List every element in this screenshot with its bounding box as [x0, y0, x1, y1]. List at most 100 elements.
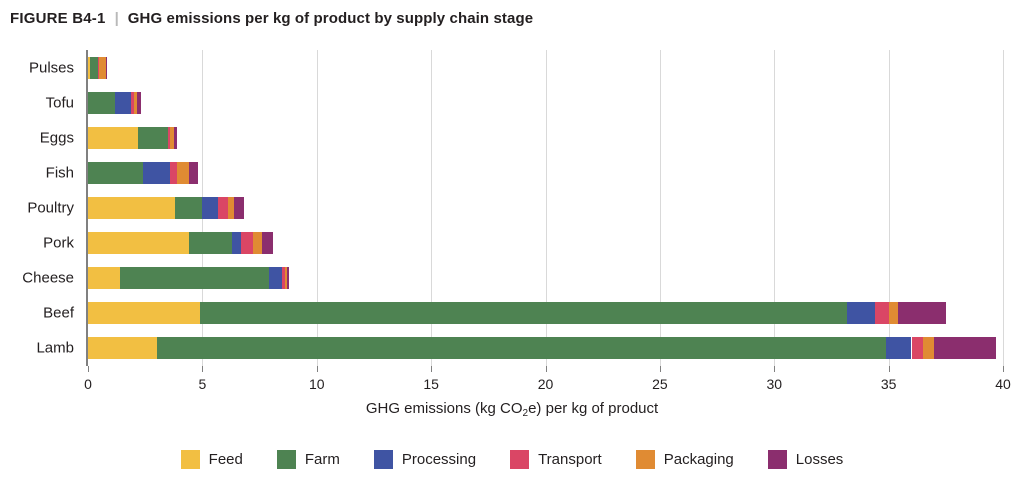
- bar-segment-transport[interactable]: [168, 126, 171, 149]
- y-axis-category-text: Cheese: [22, 269, 74, 287]
- legend-swatch-feed: [180, 450, 200, 469]
- bar-row[interactable]: [88, 91, 1003, 114]
- legend-label: Farm: [304, 451, 340, 468]
- bar-segment-processing[interactable]: [232, 232, 242, 255]
- bar-segment-farm[interactable]: [88, 91, 116, 114]
- bar-segment-losses[interactable]: [173, 126, 178, 149]
- bar-segment-processing[interactable]: [202, 197, 219, 219]
- bar-segment-packaging[interactable]: [284, 267, 287, 290]
- bar-segment-transport[interactable]: [131, 91, 134, 114]
- bar-row[interactable]: [88, 161, 1003, 184]
- x-tick-mark: [888, 366, 890, 372]
- bar-segment-losses[interactable]: [188, 161, 198, 184]
- bar-segment-losses[interactable]: [137, 91, 141, 114]
- bar-row[interactable]: [88, 232, 1003, 255]
- bar-segment-feed[interactable]: [88, 56, 91, 79]
- bar-segment-farm[interactable]: [120, 267, 269, 290]
- x-tick-label: 20: [537, 376, 554, 392]
- legend-swatch-losses: [767, 450, 787, 469]
- bar-segment-transport[interactable]: [98, 56, 100, 79]
- bar-segment-transport[interactable]: [874, 302, 889, 325]
- gridline: [1003, 50, 1004, 366]
- legend-item-losses[interactable]: Losses: [767, 450, 843, 469]
- bar-row[interactable]: [88, 302, 1003, 325]
- legend-item-feed[interactable]: Feed: [180, 450, 243, 469]
- bar-segment-losses[interactable]: [287, 267, 290, 290]
- legend-swatch-processing: [373, 450, 393, 469]
- x-tick-mark: [316, 366, 318, 372]
- chart-legend: Feed Farm Processing Transport Packaging Loss…: [0, 450, 1024, 469]
- legend-item-processing[interactable]: Processing: [373, 450, 476, 469]
- bar-segment-processing[interactable]: [142, 161, 171, 184]
- bar-segment-farm[interactable]: [174, 197, 203, 219]
- bar-segment-packaging[interactable]: [177, 161, 189, 184]
- x-tick-label: 35: [880, 376, 897, 392]
- bar-segment-transport[interactable]: [241, 232, 253, 255]
- bar-segment-packaging[interactable]: [922, 337, 935, 360]
- bar-segment-feed[interactable]: [88, 337, 157, 360]
- figure-title: GHG emissions per kg of product by suppl…: [127, 9, 534, 27]
- bar-segment-transport[interactable]: [170, 161, 178, 184]
- gridline: [774, 50, 776, 366]
- bar-segment-farm[interactable]: [90, 56, 99, 79]
- x-tick-mark: [202, 366, 204, 372]
- bar-segment-farm[interactable]: [200, 302, 848, 325]
- bar-segment-feed[interactable]: [88, 126, 139, 149]
- bar-segment-transport[interactable]: [282, 267, 285, 290]
- x-tick-mark: [88, 366, 89, 372]
- x-tick-mark: [659, 366, 661, 372]
- figure-title-separator: |: [114, 9, 119, 27]
- gridline: [545, 50, 547, 366]
- legend-swatch-transport: [510, 450, 530, 469]
- y-axis-line: [86, 50, 88, 366]
- x-axis-title-subscript: 2: [522, 408, 529, 419]
- bar-segment-transport[interactable]: [911, 337, 923, 360]
- x-tick-mark: [1003, 366, 1004, 372]
- bar-segment-transport[interactable]: [218, 197, 228, 219]
- legend-item-transport[interactable]: Transport: [510, 450, 602, 469]
- bar-segment-packaging[interactable]: [170, 126, 174, 149]
- bar-segment-losses[interactable]: [234, 197, 244, 219]
- bar-segment-packaging[interactable]: [133, 91, 138, 114]
- bar-segment-packaging[interactable]: [252, 232, 262, 255]
- bar-segment-losses[interactable]: [934, 337, 997, 360]
- bar-segment-losses[interactable]: [106, 56, 108, 79]
- bar-row[interactable]: [88, 197, 1003, 219]
- bar-row[interactable]: [88, 126, 1003, 149]
- x-axis-title-suffix: e) per kg of product: [528, 400, 659, 417]
- bar-row[interactable]: [88, 267, 1003, 290]
- bar-segment-farm[interactable]: [138, 126, 169, 149]
- bar-segment-feed[interactable]: [88, 267, 121, 290]
- bar-segment-farm[interactable]: [156, 337, 887, 360]
- bar-segment-processing[interactable]: [268, 267, 283, 290]
- y-axis-category-text: Fish: [45, 164, 74, 182]
- bar-segment-processing[interactable]: [847, 302, 875, 325]
- bar-segment-feed[interactable]: [88, 232, 189, 255]
- y-axis-category-text: Tofu: [45, 94, 74, 112]
- legend-item-packaging[interactable]: Packaging: [635, 450, 734, 469]
- bar-segment-losses[interactable]: [261, 232, 274, 255]
- gridline: [431, 50, 433, 366]
- figure-number: FIGURE B4-1: [10, 9, 106, 27]
- bar-segment-processing[interactable]: [886, 337, 912, 360]
- x-axis-title-prefix: GHG emissions (kg CO: [365, 400, 523, 417]
- bar-segment-farm[interactable]: [188, 232, 233, 255]
- bar-segment-packaging[interactable]: [227, 197, 235, 219]
- y-axis-category-text: Pork: [43, 234, 74, 252]
- bar-segment-packaging[interactable]: [888, 302, 898, 325]
- legend-label: Feed: [208, 451, 243, 468]
- bar-segment-farm[interactable]: [88, 161, 143, 184]
- bar-segment-packaging[interactable]: [99, 56, 107, 79]
- x-tick-label: 5: [198, 376, 207, 392]
- bar-segment-losses[interactable]: [897, 302, 946, 325]
- bar-segment-feed[interactable]: [88, 302, 201, 325]
- bar-segment-processing[interactable]: [115, 91, 132, 114]
- y-axis-category-text: Lamb: [36, 339, 74, 357]
- bar-segment-feed[interactable]: [88, 197, 175, 219]
- legend-item-farm[interactable]: Farm: [276, 450, 340, 469]
- bar-row[interactable]: [88, 337, 1003, 360]
- bar-row[interactable]: [88, 56, 1003, 79]
- x-tick-mark: [545, 366, 547, 372]
